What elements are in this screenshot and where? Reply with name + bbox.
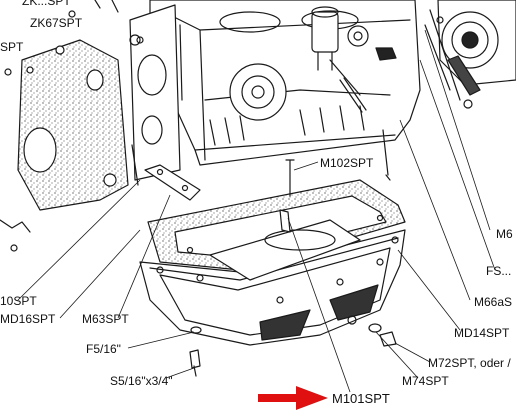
highlight-arrow [258,386,328,410]
label-spt-left: SPT [0,40,24,54]
top-left-screws [0,0,144,252]
label-m63spt: M63SPT [82,312,129,326]
label-zk-top: ZK...SPT [22,0,71,8]
center-bolt [279,159,295,233]
main-bearing-strap [144,164,201,201]
engine-block [129,0,421,181]
label-m66as: M66aS [474,295,513,309]
label-f5-16: F5/16" [86,342,121,356]
label-zk67spt: ZK67SPT [30,16,83,30]
label-m102spt: M102SPT [320,156,374,170]
label-md14spt: MD14SPT [454,326,510,340]
pan-bolt-and-washer [189,326,202,377]
label-m74spt: M74SPT [402,374,449,388]
long-bolt [382,129,391,181]
label-s5-16x3-4: S5/16"x3/4" [110,374,173,388]
oil-pan-gasket [147,179,406,271]
label-10spt: 10SPT [0,294,37,308]
label-m101spt: M101SPT [332,391,390,406]
drain-plug [368,323,397,347]
left-long-bolt [131,144,139,186]
label-fs: FS... [486,264,512,278]
label-md16spt: MD16SPT [0,312,56,326]
label-m72spt: M72SPT, oder / [428,356,511,370]
leader-lines [17,29,496,393]
front-plate-gasket [17,39,129,211]
label-m6: M6 [496,227,513,241]
timing-pulley [424,0,516,109]
